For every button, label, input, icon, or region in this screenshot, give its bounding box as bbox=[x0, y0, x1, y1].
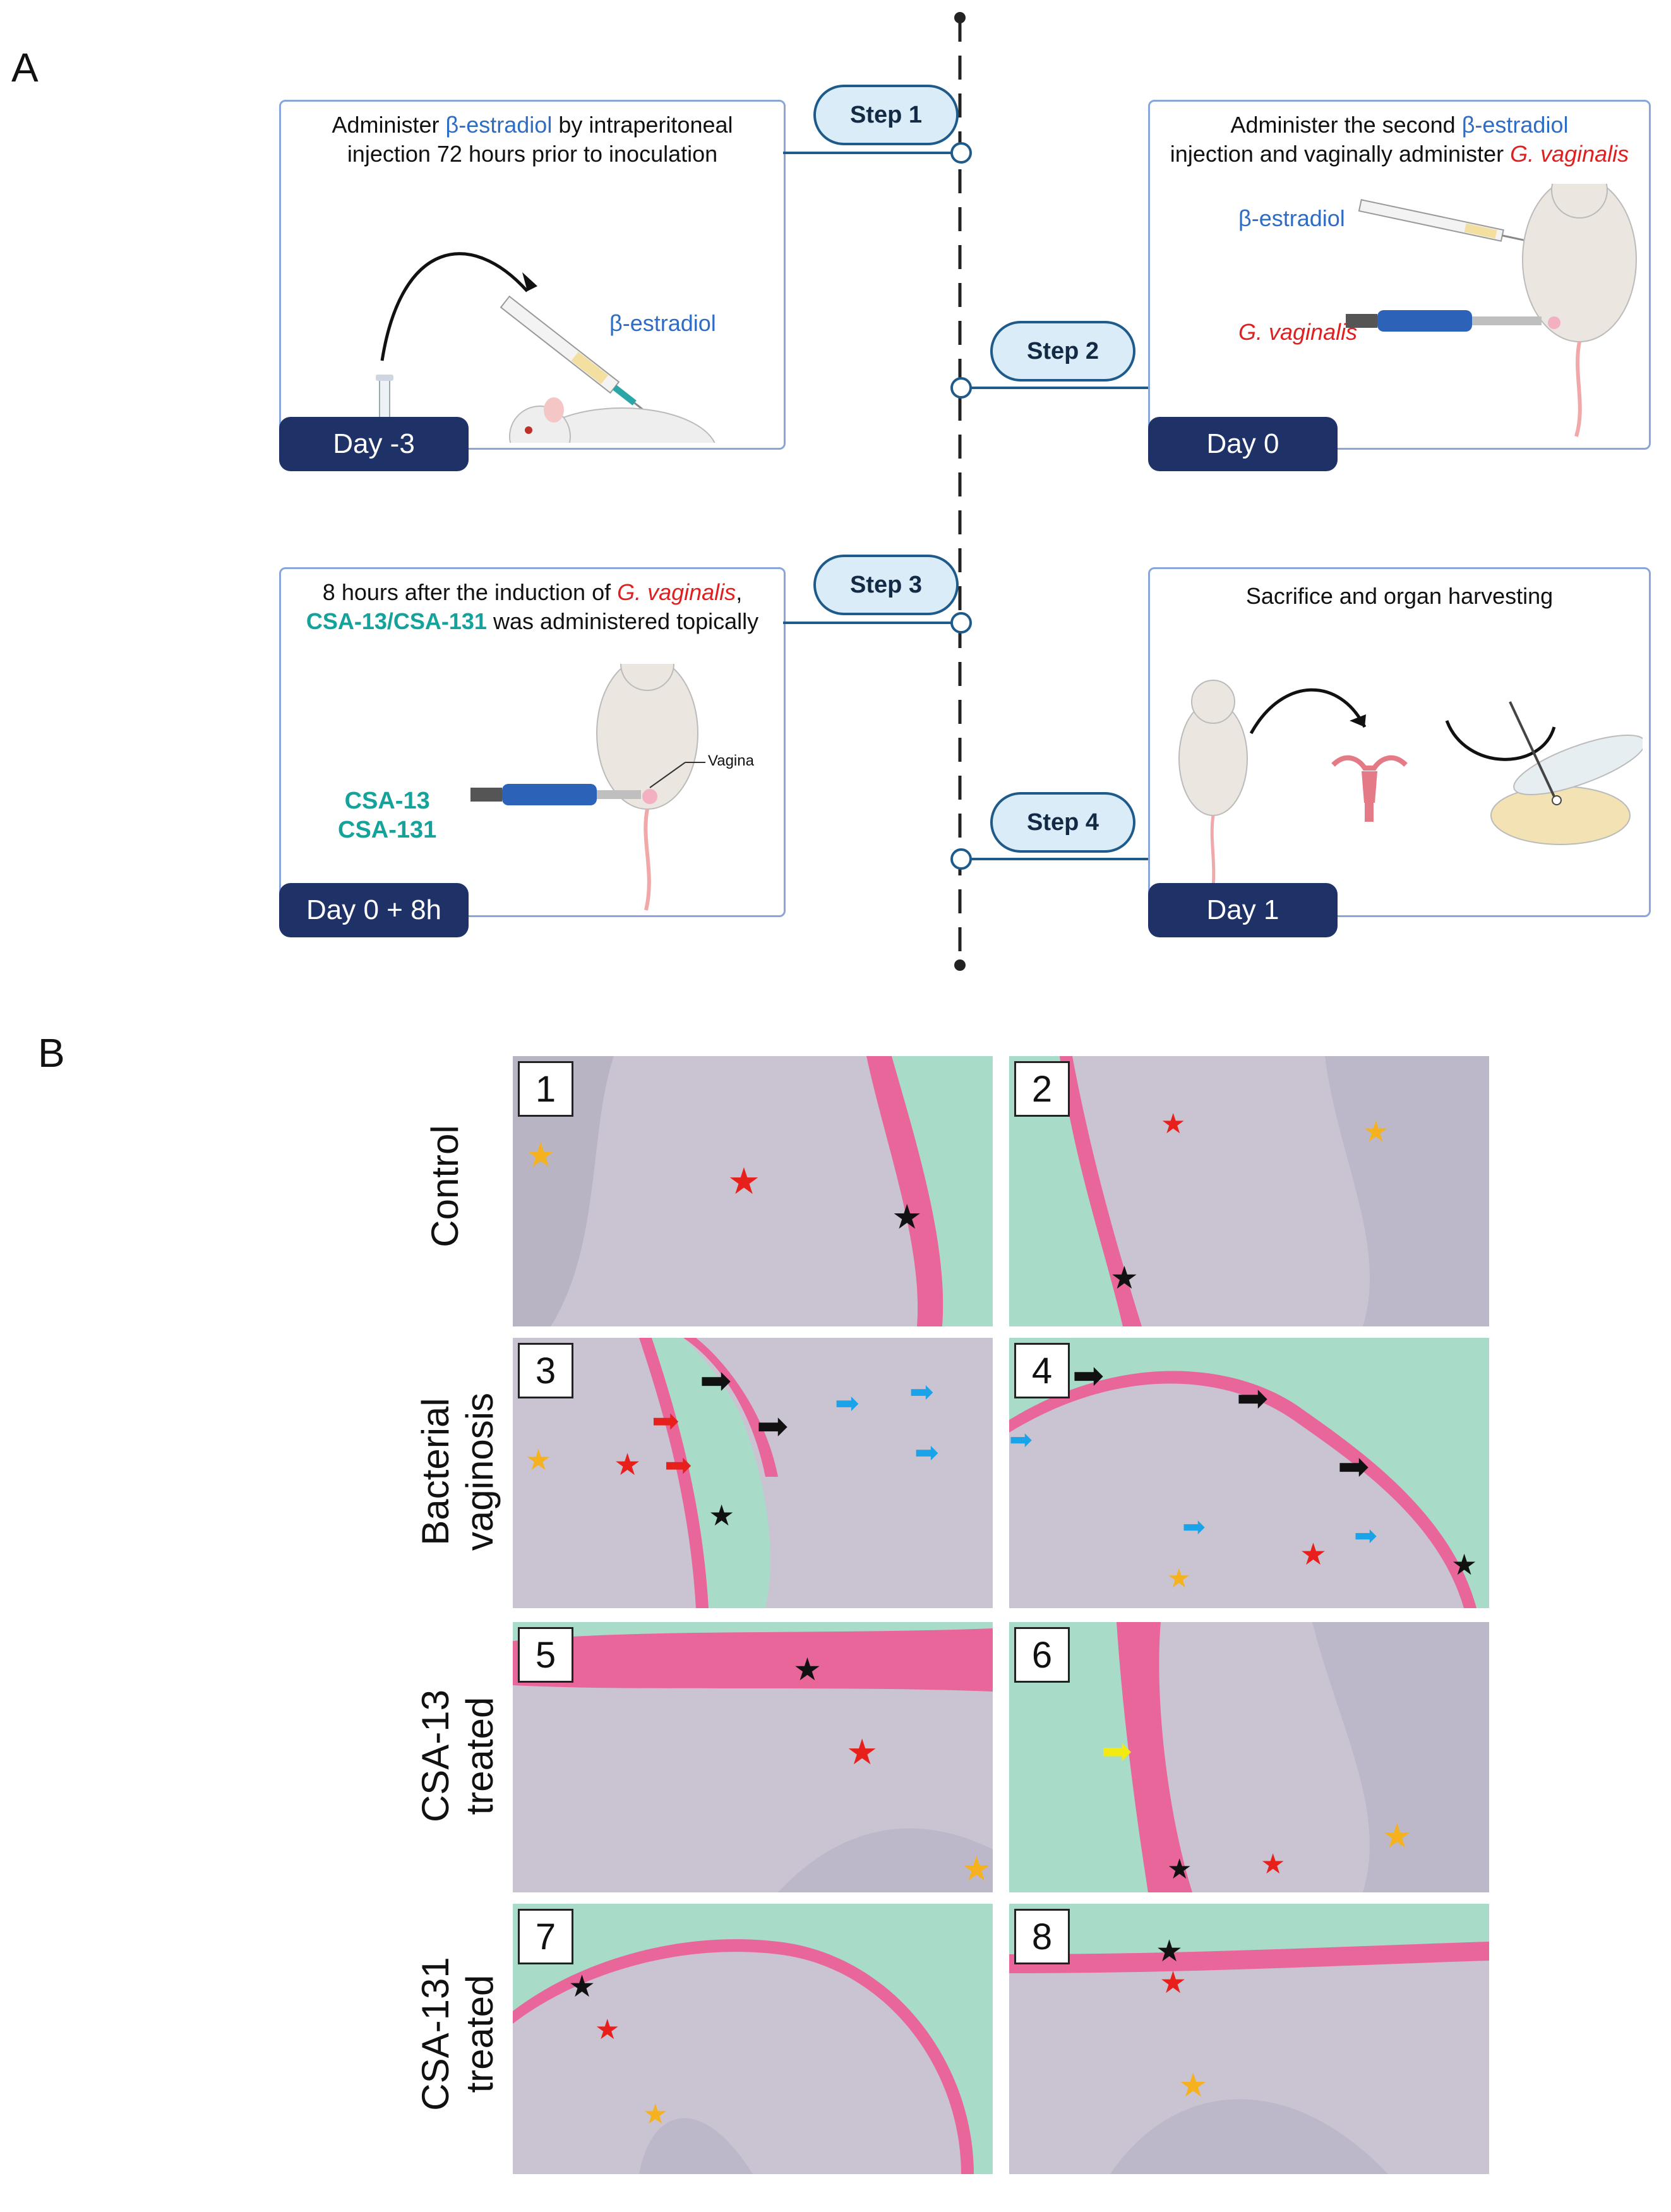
day-minus3-badge: Day -3 bbox=[279, 417, 469, 471]
red-star-marker: ★ bbox=[846, 1732, 878, 1772]
tile-number-8: 8 bbox=[1014, 1909, 1070, 1964]
step2-node bbox=[950, 377, 972, 399]
histology-image-3: 3 ★ ★ ★ ➡ ➡ ➡ ➡ ➡ ➡ ➡ bbox=[513, 1338, 993, 1608]
tile-number-4: 4 bbox=[1014, 1343, 1070, 1398]
blue-arrow-marker: ➡ bbox=[1009, 1424, 1033, 1455]
orange-star-marker: ★ bbox=[525, 1443, 552, 1476]
orange-star-marker: ★ bbox=[1363, 1115, 1389, 1148]
mouse-injection-illustration bbox=[1346, 184, 1637, 437]
yellow-arrow-marker: ➡ bbox=[1101, 1731, 1132, 1772]
tile-number-3: 3 bbox=[518, 1343, 573, 1398]
red-star-marker: ★ bbox=[595, 2014, 620, 2045]
black-arrow-marker: ➡ bbox=[1237, 1377, 1269, 1419]
orange-star-marker: ★ bbox=[1178, 2067, 1208, 2104]
day-0-badge: Day 0 bbox=[1148, 417, 1338, 471]
red-star-marker: ★ bbox=[1161, 1109, 1186, 1139]
harvest-illustration bbox=[1178, 680, 1643, 898]
black-star-marker: ★ bbox=[892, 1198, 923, 1236]
histology-image-2: 2 ★ ★ ★ bbox=[1009, 1056, 1489, 1326]
csa-131-label: CSA-131 bbox=[338, 817, 437, 843]
red-star-marker: ★ bbox=[1159, 1966, 1187, 2000]
step2-beta-estradiol-label: β-estradiol bbox=[1238, 205, 1345, 231]
step1-node bbox=[950, 142, 972, 164]
step2-pill: Step 2 bbox=[990, 321, 1135, 382]
black-star-marker: ★ bbox=[1110, 1260, 1139, 1295]
step1-pill: Step 1 bbox=[813, 85, 959, 145]
tile-number-7: 7 bbox=[518, 1909, 573, 1964]
step2-description: Administer the second β-estradiol inject… bbox=[1170, 112, 1629, 167]
orange-star-marker: ★ bbox=[961, 1850, 992, 1888]
black-arrow-marker: ➡ bbox=[1072, 1354, 1105, 1397]
row-label-control: Control bbox=[424, 1125, 466, 1247]
tile-number-1: 1 bbox=[518, 1061, 573, 1117]
orange-star-marker: ★ bbox=[643, 2099, 668, 2130]
panel-a-label: A bbox=[11, 45, 39, 90]
black-star-marker: ★ bbox=[1156, 1935, 1183, 1968]
vagina-label: Vagina bbox=[708, 752, 754, 769]
blue-arrow-marker: ➡ bbox=[1182, 1512, 1206, 1542]
red-arrow-marker: ➡ bbox=[652, 1403, 680, 1440]
step4-connector bbox=[967, 858, 1148, 860]
red-star-marker: ★ bbox=[614, 1448, 642, 1482]
red-star-marker: ★ bbox=[728, 1161, 760, 1202]
timeline-axis bbox=[954, 12, 966, 971]
g-vaginalis-label: G. vaginalis bbox=[1238, 319, 1358, 345]
red-star-marker: ★ bbox=[1300, 1538, 1327, 1572]
black-star-marker: ★ bbox=[1451, 1548, 1478, 1581]
black-star-marker: ★ bbox=[709, 1499, 735, 1532]
beta-estradiol-label: β-estradiol bbox=[609, 310, 716, 336]
red-arrow-marker: ➡ bbox=[664, 1447, 692, 1484]
black-star-marker: ★ bbox=[568, 1970, 596, 2004]
mouse-topical-illustration bbox=[470, 664, 705, 911]
step2-connector bbox=[967, 387, 1148, 389]
orange-star-marker: ★ bbox=[1167, 1563, 1191, 1593]
step3-card: 8 hours after the induction of G. vagina… bbox=[279, 567, 786, 917]
step1-connector bbox=[783, 152, 952, 154]
black-arrow-marker: ➡ bbox=[1338, 1445, 1370, 1488]
blue-arrow-marker: ➡ bbox=[835, 1386, 859, 1419]
histology-image-1: 1 ★ ★ ★ bbox=[513, 1056, 993, 1326]
step1-description: Administer β-estradiol by intraperitonea… bbox=[332, 112, 733, 167]
orange-star-marker: ★ bbox=[525, 1136, 556, 1174]
black-star-marker: ★ bbox=[1167, 1854, 1192, 1885]
tile-number-5: 5 bbox=[518, 1627, 573, 1683]
csa-drug-labels: CSA-13 CSA-131 bbox=[338, 786, 436, 845]
histology-image-4: 4 ➡ ➡ ➡ ➡ ➡ ➡ ★ ★ ★ bbox=[1009, 1338, 1489, 1608]
black-star-marker: ★ bbox=[793, 1652, 822, 1687]
step4-card: Sacrifice and organ harvesting bbox=[1148, 567, 1651, 917]
step3-connector bbox=[783, 622, 952, 624]
tile-number-6: 6 bbox=[1014, 1627, 1070, 1683]
black-arrow-marker: ➡ bbox=[700, 1359, 732, 1402]
histology-image-6: 6 ➡ ★ ★ ★ bbox=[1009, 1622, 1489, 1892]
histology-image-7: 7 ★ ★ ★ bbox=[513, 1904, 993, 2174]
step3-node bbox=[950, 612, 972, 634]
tile-number-2: 2 bbox=[1014, 1061, 1070, 1117]
step3-description: 8 hours after the induction of G. vagina… bbox=[306, 579, 759, 634]
histology-image-8: 8 ★ ★ ★ bbox=[1009, 1904, 1489, 2174]
step4-description: Sacrifice and organ harvesting bbox=[1245, 583, 1554, 609]
orange-star-marker: ★ bbox=[1382, 1817, 1413, 1855]
step3-pill: Step 3 bbox=[813, 555, 959, 615]
step1-card: Administer β-estradiol by intraperitonea… bbox=[279, 100, 786, 450]
step4-node bbox=[950, 848, 972, 870]
panel-b-label: B bbox=[38, 1030, 65, 1076]
step2-card: Administer the second β-estradiol inject… bbox=[1148, 100, 1651, 450]
blue-arrow-marker: ➡ bbox=[909, 1375, 934, 1408]
csa-13-label: CSA-13 bbox=[344, 788, 430, 814]
day-1-badge: Day 1 bbox=[1148, 883, 1338, 937]
day-0-8h-badge: Day 0 + 8h bbox=[279, 883, 469, 937]
red-star-marker: ★ bbox=[1261, 1849, 1286, 1880]
blue-arrow-marker: ➡ bbox=[1354, 1520, 1377, 1551]
histology-image-5: 5 ★ ★ ★ bbox=[513, 1622, 993, 1892]
black-arrow-marker: ➡ bbox=[757, 1405, 789, 1447]
step4-pill: Step 4 bbox=[990, 792, 1135, 853]
blue-arrow-marker: ➡ bbox=[914, 1436, 939, 1469]
